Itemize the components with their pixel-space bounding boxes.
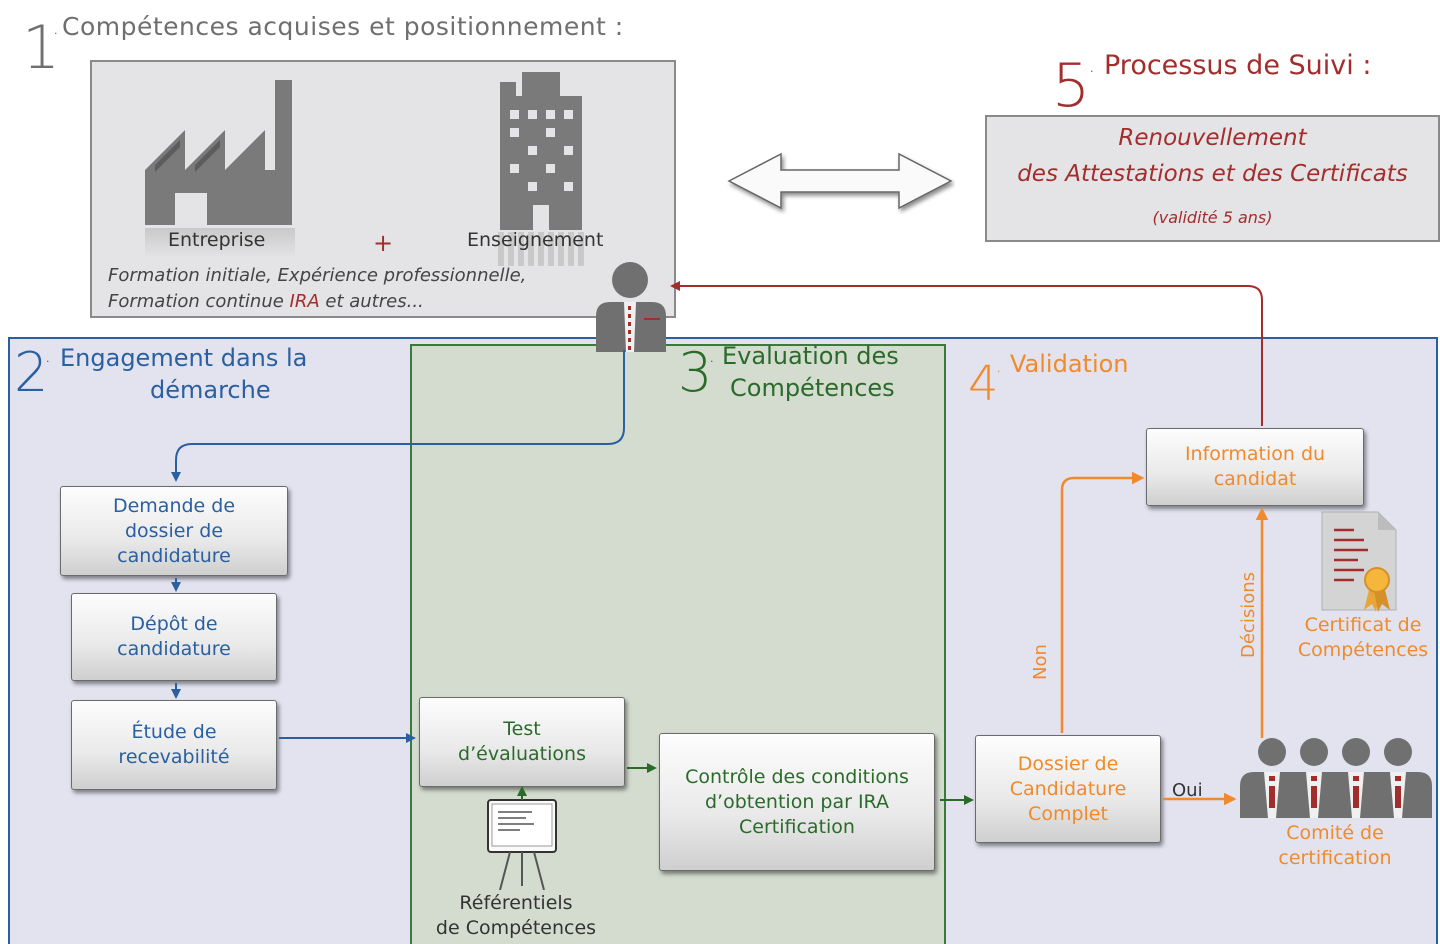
section4-number: 4 bbox=[968, 356, 999, 412]
depot-candidature-label: Dépôt de candidature bbox=[117, 613, 231, 660]
factory-reflection bbox=[145, 228, 295, 258]
formation-line2-start: Formation continue bbox=[108, 291, 290, 312]
information-candidat-box: Information du candidat bbox=[1146, 428, 1364, 506]
entreprise-label: Entreprise bbox=[168, 229, 266, 251]
test-evaluations-label: Test d’évaluations bbox=[458, 718, 586, 765]
enseignement-label: Enseignement bbox=[467, 229, 604, 251]
ira-highlight: IRA bbox=[289, 291, 320, 312]
double-arrow-icon bbox=[727, 152, 953, 210]
section1-number: 1 bbox=[22, 13, 61, 83]
referentiels-line1: Référentiels bbox=[459, 892, 573, 914]
test-evaluations-box: Test d’évaluations bbox=[419, 697, 625, 787]
section2-title-line2: démarche bbox=[150, 376, 271, 404]
certificat-line2: Compétences bbox=[1297, 639, 1429, 661]
comite-line1: Comité de bbox=[1286, 822, 1384, 844]
etude-recevabilite-label: Étude de recevabilité bbox=[118, 721, 230, 768]
renouvellement-line1: Renouvellement bbox=[1118, 125, 1307, 151]
section1-dot: . bbox=[54, 24, 58, 37]
information-candidat-label: Information du candidat bbox=[1184, 443, 1326, 490]
etude-recevabilite-box: Étude de recevabilité bbox=[71, 700, 277, 790]
factory-icon bbox=[145, 80, 292, 225]
renouvellement-line2: des Attestations et des Certificats bbox=[1017, 161, 1408, 187]
section2-number: 2 bbox=[14, 341, 49, 404]
demande-dossier-label: Demande de dossier de candidature bbox=[112, 494, 236, 567]
building-icon bbox=[500, 72, 582, 230]
section4-title: Validation bbox=[1010, 350, 1129, 378]
section2-dot: . bbox=[46, 352, 50, 365]
certificat-line1: Certificat de bbox=[1304, 614, 1422, 636]
comite-line2: certification bbox=[1278, 847, 1392, 869]
section2-title-line1: Engagement dans la bbox=[60, 344, 308, 372]
section1-title: Compétences acquises et positionnement : bbox=[62, 12, 624, 41]
section3-title-line2: Compétences bbox=[730, 374, 895, 402]
controle-conditions-box: Contrôle des conditions d’obtention par … bbox=[659, 733, 935, 871]
formation-line2-end: et autres... bbox=[319, 291, 424, 312]
section5-title: Processus de Suivi : bbox=[1104, 50, 1372, 81]
certificate-icon bbox=[1321, 511, 1397, 612]
oui-label: Oui bbox=[1172, 780, 1203, 801]
formation-line2: Formation continue IRA et autres... bbox=[108, 291, 424, 312]
dossier-complet-box: Dossier de Candidature Complet bbox=[975, 735, 1161, 843]
dossier-complet-label: Dossier de Candidature Complet bbox=[1009, 752, 1127, 825]
validite-label: (validité 5 ans) bbox=[1152, 208, 1273, 227]
section3-number: 3 bbox=[678, 341, 713, 404]
committee-icon bbox=[1240, 738, 1432, 818]
building-reflection bbox=[498, 232, 584, 266]
section3-title-line1: Evaluation des bbox=[722, 342, 899, 370]
formation-line1: Formation initiale, Expérience professio… bbox=[108, 265, 527, 286]
section5-dot: . bbox=[1090, 62, 1094, 75]
plus-sign: + bbox=[373, 229, 394, 257]
section4-dot: . bbox=[997, 362, 1001, 375]
demande-dossier-box: Demande de dossier de candidature bbox=[60, 486, 288, 576]
referentiel-board-icon bbox=[487, 799, 557, 890]
section5-number: 5 bbox=[1052, 51, 1091, 121]
candidate-person-icon bbox=[596, 262, 666, 352]
depot-candidature-box: Dépôt de candidature bbox=[71, 593, 277, 681]
section3-dot: . bbox=[710, 352, 714, 365]
section5-panel bbox=[985, 115, 1440, 242]
controle-conditions-label: Contrôle des conditions d’obtention par … bbox=[685, 765, 909, 838]
referentiels-line2: de Compétences bbox=[435, 917, 597, 939]
